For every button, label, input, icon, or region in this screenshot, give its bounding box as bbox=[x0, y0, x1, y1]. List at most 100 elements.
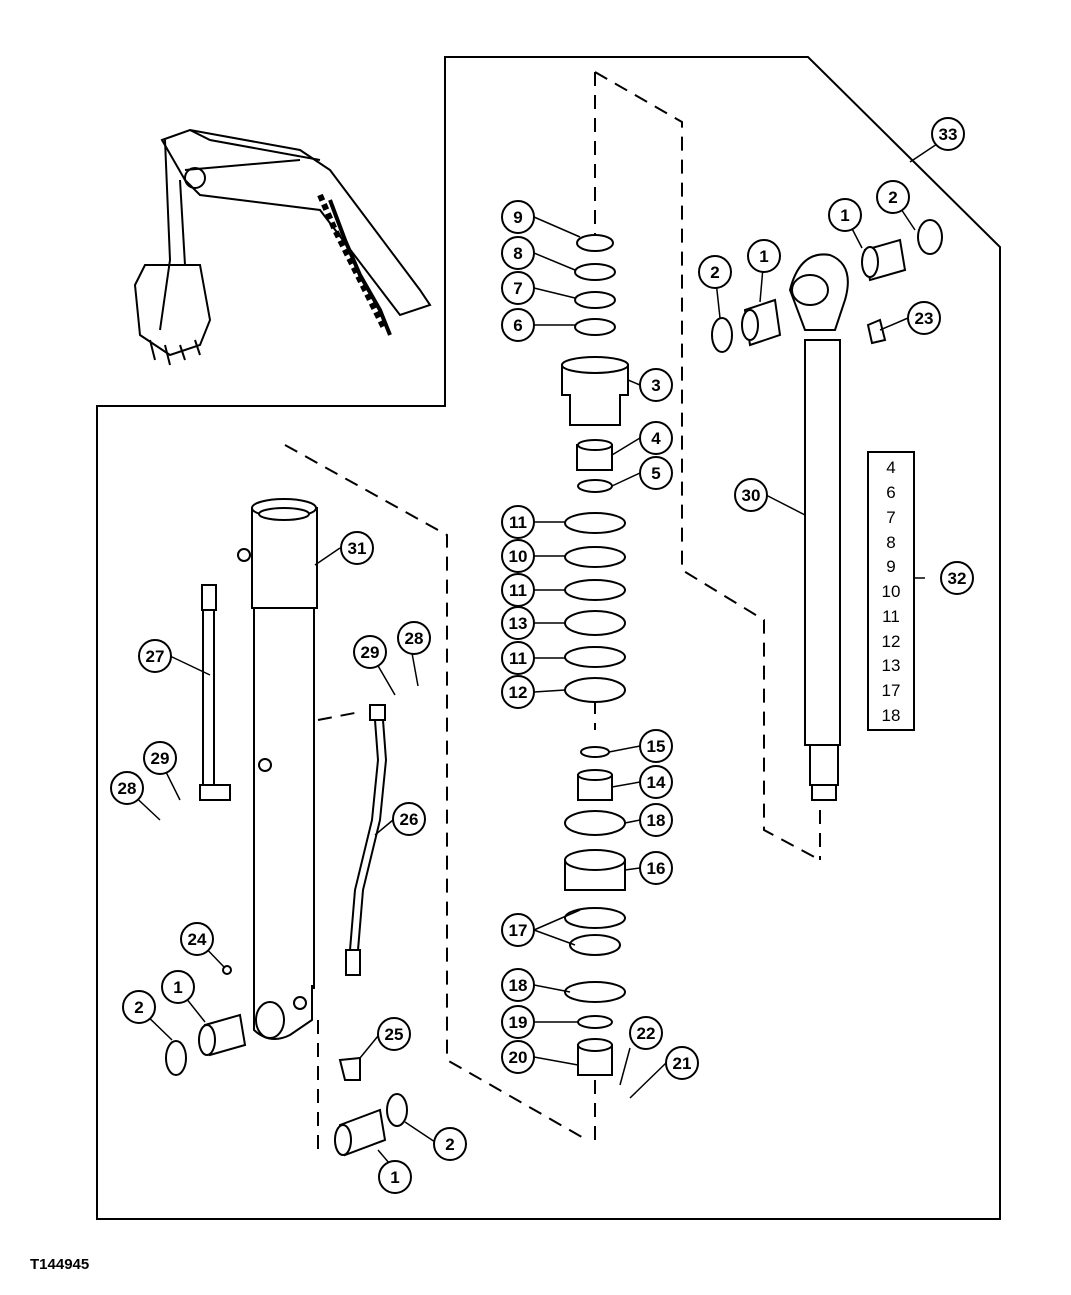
svg-text:10: 10 bbox=[509, 547, 528, 566]
callout-7: 7 bbox=[501, 271, 535, 305]
callout-4: 4 bbox=[639, 421, 673, 455]
diagram-frame bbox=[96, 56, 1001, 1220]
callout-9: 9 bbox=[501, 200, 535, 234]
svg-text:30: 30 bbox=[742, 486, 761, 505]
svg-text:2: 2 bbox=[888, 188, 897, 207]
svg-text:18: 18 bbox=[509, 976, 528, 995]
svg-text:23: 23 bbox=[915, 309, 934, 328]
callout-11a: 11 bbox=[501, 505, 535, 539]
callout-30: 30 bbox=[734, 478, 768, 512]
svg-text:27: 27 bbox=[146, 647, 165, 666]
kit-item: 6 bbox=[886, 483, 895, 502]
svg-text:3: 3 bbox=[651, 376, 660, 395]
svg-text:2: 2 bbox=[134, 998, 143, 1017]
callout-17: 17 bbox=[501, 913, 535, 947]
callout-32: 32 bbox=[940, 561, 974, 595]
kit-item: 12 bbox=[882, 632, 901, 651]
svg-text:24: 24 bbox=[188, 930, 207, 949]
svg-text:28: 28 bbox=[405, 629, 424, 648]
callout-26: 26 bbox=[392, 802, 426, 836]
svg-text:17: 17 bbox=[509, 921, 528, 940]
callout-12: 12 bbox=[501, 675, 535, 709]
svg-text:11: 11 bbox=[509, 649, 527, 668]
callout-1b: 1 bbox=[747, 239, 781, 273]
svg-text:2: 2 bbox=[445, 1135, 454, 1154]
callout-19: 19 bbox=[501, 1005, 535, 1039]
callout-3: 3 bbox=[639, 368, 673, 402]
svg-text:20: 20 bbox=[509, 1048, 528, 1067]
piston-rod bbox=[711, 219, 943, 801]
kit-item: 11 bbox=[882, 607, 900, 626]
svg-text:11: 11 bbox=[509, 581, 527, 600]
callout-1a: 1 bbox=[828, 198, 862, 232]
svg-text:12: 12 bbox=[509, 683, 528, 702]
left-pin-bushings bbox=[165, 965, 408, 1157]
svg-text:1: 1 bbox=[840, 206, 849, 225]
callout-11b: 11 bbox=[501, 573, 535, 607]
assembly-guide-lines bbox=[284, 71, 821, 1150]
svg-text:4: 4 bbox=[651, 429, 661, 448]
svg-text:18: 18 bbox=[647, 811, 666, 830]
callout-15: 15 bbox=[639, 729, 673, 763]
svg-text:21: 21 bbox=[673, 1054, 692, 1073]
kit-item: 13 bbox=[882, 656, 901, 675]
callout-28a: 28 bbox=[397, 621, 431, 655]
callout-29b: 29 bbox=[143, 741, 177, 775]
svg-text:22: 22 bbox=[637, 1024, 656, 1043]
hydraulic-hose-27 bbox=[199, 584, 231, 801]
kit-item: 8 bbox=[886, 533, 895, 552]
callout-24: 24 bbox=[180, 922, 214, 956]
kit-item: 4 bbox=[886, 458, 895, 477]
seals-and-rings bbox=[561, 234, 629, 1076]
callout-28b: 28 bbox=[110, 771, 144, 805]
kit-item: 17 bbox=[882, 681, 901, 700]
callout-2b: 2 bbox=[698, 255, 732, 289]
svg-text:11: 11 bbox=[509, 513, 527, 532]
svg-text:13: 13 bbox=[509, 614, 528, 633]
kit-item: 9 bbox=[886, 557, 895, 576]
callout-13: 13 bbox=[501, 606, 535, 640]
svg-text:8: 8 bbox=[513, 244, 522, 263]
svg-text:16: 16 bbox=[647, 859, 666, 878]
callout-23: 23 bbox=[907, 301, 941, 335]
svg-text:1: 1 bbox=[173, 978, 182, 997]
callout-20: 20 bbox=[501, 1040, 535, 1074]
callout-25: 25 bbox=[377, 1017, 411, 1051]
callout-22: 22 bbox=[629, 1016, 663, 1050]
callout-27: 27 bbox=[138, 639, 172, 673]
seal-kit-box: 4 6 7 8 9 10 11 12 13 17 18 bbox=[867, 451, 915, 731]
callout-14: 14 bbox=[639, 765, 673, 799]
svg-text:25: 25 bbox=[385, 1025, 404, 1044]
svg-text:26: 26 bbox=[400, 810, 419, 829]
cylinder-barrel bbox=[237, 498, 318, 1040]
callout-11c: 11 bbox=[501, 641, 535, 675]
svg-text:15: 15 bbox=[647, 737, 666, 756]
svg-text:29: 29 bbox=[361, 643, 380, 662]
svg-text:5: 5 bbox=[651, 464, 660, 483]
svg-text:28: 28 bbox=[118, 779, 137, 798]
kit-item: 10 bbox=[882, 582, 901, 601]
svg-text:9: 9 bbox=[513, 208, 522, 227]
callout-33: 33 bbox=[931, 117, 965, 151]
svg-text:32: 32 bbox=[948, 569, 967, 588]
svg-text:19: 19 bbox=[509, 1013, 528, 1032]
callout-18a: 18 bbox=[639, 803, 673, 837]
svg-text:2: 2 bbox=[710, 263, 719, 282]
callout-18b: 18 bbox=[501, 968, 535, 1002]
callout-31: 31 bbox=[340, 531, 374, 565]
svg-text:33: 33 bbox=[939, 125, 958, 144]
kit-item: 7 bbox=[886, 508, 895, 527]
callout-2d: 2 bbox=[433, 1127, 467, 1161]
callout-21: 21 bbox=[665, 1046, 699, 1080]
svg-text:14: 14 bbox=[647, 773, 666, 792]
kit-item: 18 bbox=[882, 706, 901, 725]
svg-text:29: 29 bbox=[151, 749, 170, 768]
svg-text:1: 1 bbox=[759, 247, 768, 266]
figure-id: T144945 bbox=[30, 1256, 90, 1273]
svg-text:7: 7 bbox=[513, 279, 522, 298]
callout-1c: 1 bbox=[161, 970, 195, 1004]
callout-29a: 29 bbox=[353, 635, 387, 669]
hydraulic-hose-26 bbox=[345, 704, 388, 976]
svg-text:1: 1 bbox=[390, 1168, 399, 1187]
